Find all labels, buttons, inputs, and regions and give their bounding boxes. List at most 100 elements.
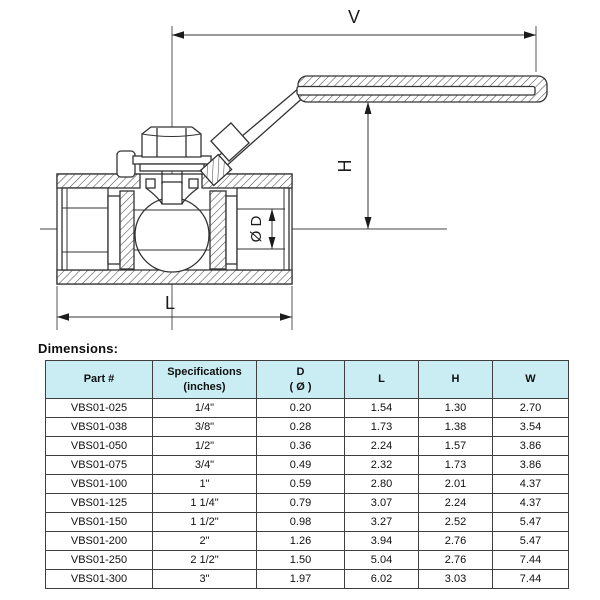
arrowhead-down — [268, 237, 276, 249]
table-cell: 1.97 — [256, 569, 345, 589]
dim-h-label: H — [335, 160, 355, 173]
stem-assembly — [116, 126, 212, 184]
table-cell: VBS01-100 — [45, 474, 153, 494]
table-cell: 0.98 — [256, 512, 345, 532]
table-cell: 2.80 — [344, 474, 419, 494]
table-cell: 5.47 — [492, 512, 569, 532]
table-cell: 2.70 — [492, 398, 569, 418]
table-cell: 0.36 — [256, 436, 345, 456]
table-cell: 1.30 — [418, 398, 493, 418]
table-cell: VBS01-025 — [45, 398, 153, 418]
arrowhead-up — [364, 102, 372, 114]
arrowhead-right — [280, 313, 292, 321]
table-cell: VBS01-200 — [45, 531, 153, 551]
table-cell: 2 1/2" — [152, 550, 257, 570]
table-cell: 0.20 — [256, 398, 345, 418]
stem-foot — [145, 178, 199, 205]
valve-body — [56, 173, 293, 285]
dimension-v: V — [172, 7, 537, 72]
table-cell: 1.57 — [418, 436, 493, 456]
table-cell: 3/4" — [152, 455, 257, 475]
table-cell: 2.24 — [418, 493, 493, 513]
table-cell: 1.54 — [344, 398, 419, 418]
table-cell: 6.02 — [344, 569, 419, 589]
table-cell: 3.94 — [344, 531, 419, 551]
packing-plate-lower — [139, 163, 205, 172]
table-cell: VBS01-250 — [45, 550, 153, 570]
table-cell: 0.79 — [256, 493, 345, 513]
arrowhead-down — [364, 217, 372, 229]
table-cell: 2.76 — [418, 550, 493, 570]
table-cell: 0.59 — [256, 474, 345, 494]
table-cell: 3" — [152, 569, 257, 589]
gland-tab — [116, 150, 136, 178]
table-cell: 1 1/4" — [152, 493, 257, 513]
dimension-h: H — [335, 102, 372, 229]
table-cell: 5.04 — [344, 550, 419, 570]
table-cell: 2.24 — [344, 436, 419, 456]
table-cell: 2.52 — [418, 512, 493, 532]
table-cell: VBS01-300 — [45, 569, 153, 589]
table-cell: 7.44 — [492, 550, 569, 570]
arrowhead-left — [57, 313, 69, 321]
arrowhead-up — [268, 209, 276, 221]
table-cell: 5.47 — [492, 531, 569, 551]
table-cell: VBS01-075 — [45, 455, 153, 475]
table-cell: 2.01 — [418, 474, 493, 494]
table-cell: 3.27 — [344, 512, 419, 532]
table-cell: 1.50 — [256, 550, 345, 570]
arrowhead-left — [172, 31, 184, 39]
column-header: Specifications (inches) — [152, 360, 257, 399]
handle-hub-section — [199, 153, 233, 187]
table-cell: 3.07 — [344, 493, 419, 513]
column-header: W — [492, 360, 569, 399]
table-cell: VBS01-150 — [45, 512, 153, 532]
table-cell: 3.86 — [492, 436, 569, 456]
table-cell: 3.86 — [492, 455, 569, 475]
lever-handle — [199, 75, 548, 187]
table-cell: 2.32 — [344, 455, 419, 475]
handle-grip-sleeve — [210, 122, 250, 162]
table-cell: 0.49 — [256, 455, 345, 475]
table-cell: VBS01-050 — [45, 436, 153, 456]
table-cell: 3/8" — [152, 417, 257, 437]
table-cell: 1/4" — [152, 398, 257, 418]
column-header: Part # — [45, 360, 153, 399]
table-cell: VBS01-125 — [45, 493, 153, 513]
table-cell: 1/2" — [152, 436, 257, 456]
table-cell: 3.54 — [492, 417, 569, 437]
table-cell: 1" — [152, 474, 257, 494]
table-cell: 2" — [152, 531, 257, 551]
table-cell: 4.37 — [492, 493, 569, 513]
valve-ball — [134, 197, 210, 273]
handle-rod-lower-edge — [223, 94, 307, 169]
table-cell: 1.73 — [418, 455, 493, 475]
table-cell: 0.28 — [256, 417, 345, 437]
table-cell: 1.73 — [344, 417, 419, 437]
column-header: H — [418, 360, 493, 399]
table-cell: 2.76 — [418, 531, 493, 551]
dimension-bore-d: Ø D — [237, 208, 285, 250]
dimension-l: L — [56, 286, 293, 330]
column-header: L — [344, 360, 419, 399]
valve-cross-section-diagram: V H Ø D L — [40, 7, 548, 330]
table-cell: 7.44 — [492, 569, 569, 589]
table-cell: 4.37 — [492, 474, 569, 494]
dim-v-label: V — [348, 7, 360, 27]
left-port — [61, 187, 135, 271]
column-header: D ( Ø ) — [256, 360, 345, 399]
table-cell: 1 1/2" — [152, 512, 257, 532]
